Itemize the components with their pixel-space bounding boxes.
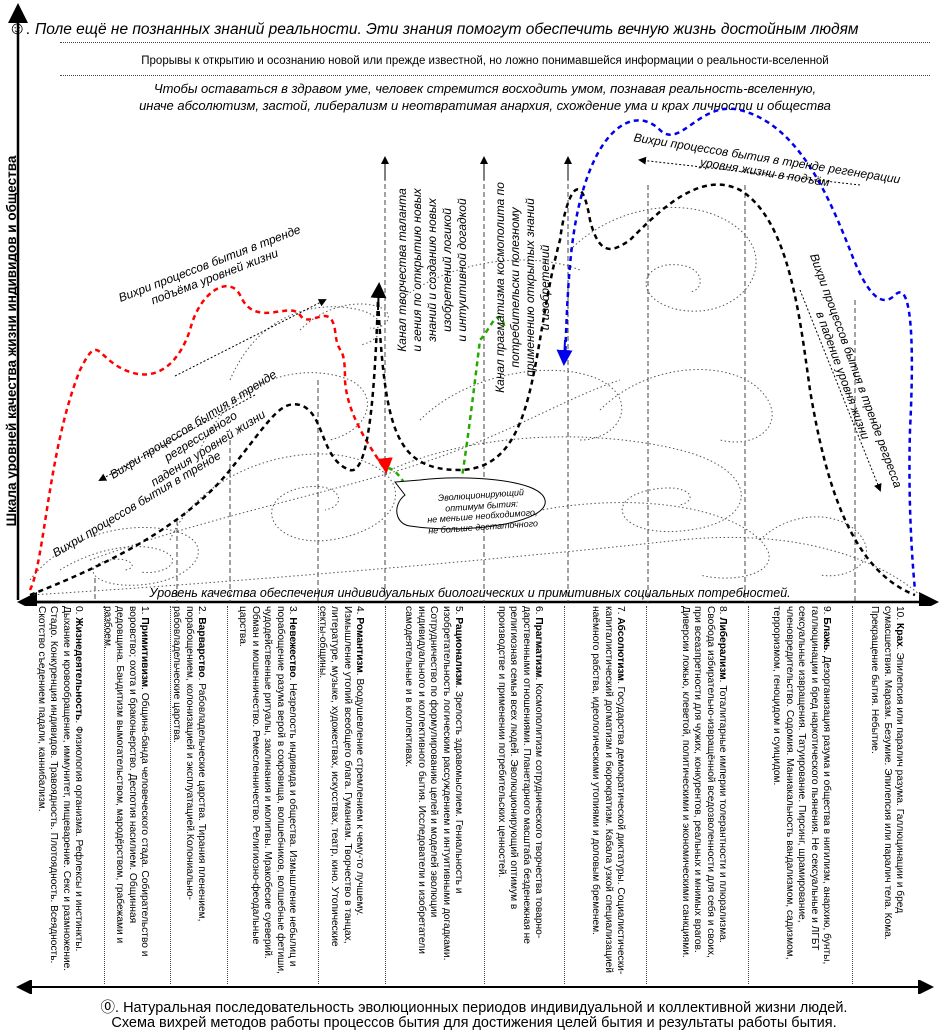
period-text: 3. Невежество. Незрелость индивида и общ… (236, 606, 298, 976)
period-text: 4. Романтизм. Воодушевление стремлением … (315, 606, 365, 976)
period-number: 4. (354, 606, 365, 618)
footer-line-1: ⓪. Натуральная последовательность эволюц… (100, 1000, 848, 1016)
channel-talent-line-1: Канал творчества таланта (395, 188, 409, 352)
label-channel-talent: Канал творчества таланта и гения по откр… (395, 155, 470, 385)
period-title: Либерализм (717, 617, 728, 680)
red-curve (28, 284, 387, 591)
period-number: 1. (139, 606, 150, 618)
channel-talent-line-4: изобретений логикой (440, 208, 454, 332)
period-number: 10. (894, 606, 905, 623)
channel-talent-line-5: и интуитивной догадкой (455, 198, 469, 342)
period-column: 3. Невежество. Незрелость индивида и общ… (237, 606, 298, 986)
period-title: Прагматизм (533, 617, 544, 678)
black-curve (29, 183, 916, 597)
period-title: Рационализм (453, 617, 464, 686)
top-line-text: . Поле ещё не познанных знаний реальност… (26, 21, 859, 38)
period-title: Примитивизм (139, 617, 150, 688)
period-title: Варварство (196, 617, 207, 678)
channel-pragmatism-line-2: потребительски полезному (508, 207, 522, 368)
top-divider (60, 42, 930, 43)
period-column: 5. Рационализм. Зрелость здравомыслием. … (403, 606, 464, 986)
period-number: 7. (615, 606, 626, 618)
period-number: 3. (287, 606, 298, 618)
vortex-diagram (7, 3, 939, 606)
period-column: 2. Варварство. Рабовладельческие царства… (171, 606, 207, 986)
period-title: Невежество (287, 617, 298, 678)
period-number: 9. (821, 606, 832, 618)
period-column: 1. Примитивизм. Община-банда человеческо… (102, 606, 150, 986)
period-number: 8. (717, 606, 728, 618)
channel-pragmatism-line-3: применению открытых знаний (523, 198, 537, 377)
period-column: 10. Крах. Эпилепсия или паралич разума. … (869, 606, 905, 986)
periods-table: 0. Жизнедеятельность. Физиология организ… (27, 606, 932, 984)
baseline-label: Уровень качества обеспечения индивидуаль… (149, 586, 791, 600)
period-column: 0. Жизнедеятельность. Физиология организ… (36, 606, 84, 986)
quote-line-2: иначе абсолютизм, застой, либерализм и н… (139, 98, 831, 113)
period-text: 6. Прагматизм. Космополитизм сотрудничеc… (494, 606, 544, 976)
subtitle: Прорывы к открытию и осознанию новой или… (141, 55, 829, 67)
period-number: 5. (453, 606, 464, 618)
period-text: 9. Блажь. Дезорганизация разума и общест… (770, 606, 832, 976)
blue-curve (563, 107, 917, 591)
period-text: 8. Либерализм. Тоталитарные империи толе… (678, 606, 728, 976)
channel-talent-line-3: знаний и созданию новых (425, 198, 439, 342)
channel-talent-line-2: и гения по открытию новых (410, 188, 424, 352)
period-number: 6. (533, 606, 544, 618)
period-column: 7. Абсолютизм. Государства демократическ… (590, 606, 626, 986)
period-title: Жизнедеятельность (73, 617, 84, 721)
period-column: 8. Либерализм. Тоталитарные империи толе… (680, 606, 728, 986)
period-text: 10. Крах. Эпилепсия или паралич разума. … (868, 606, 905, 976)
period-text: 7. Абсолютизм. Государства демократическ… (589, 606, 626, 976)
period-title: Романтизм (354, 617, 365, 673)
period-title: Крах (894, 623, 905, 647)
period-text: 2. Варварство. Рабовладельческие царства… (170, 606, 207, 976)
period-column: 9. Блажь. Дезорганизация разума и общест… (771, 606, 832, 986)
quote-line-1: Чтобы оставаться в здравом уме, человек … (153, 81, 817, 96)
channel-pragmatism-line-1: Канал прагматизма космополита по (493, 182, 507, 393)
period-text: 0. Жизнедеятельность. Физиология организ… (34, 606, 84, 976)
period-text: 5. Рационализм. Зрелость здравомыслием. … (402, 606, 464, 976)
period-description: . Эпилепсия или паралич разума. Галлюцин… (869, 606, 905, 940)
footer-line-2: Схема вихрей методов работы процессов бы… (111, 1015, 837, 1031)
label-channel-pragmatism: Канал прагматизма космополита по потреби… (493, 155, 553, 420)
subtitle-divider (60, 75, 930, 76)
period-column: 4. Романтизм. Воодушевление стремлением … (317, 606, 365, 986)
period-title: Блажь (821, 617, 832, 651)
period-number: 0. (73, 606, 84, 618)
period-description: . Дезорганизация разума и общества в ниг… (771, 606, 832, 965)
footer-axis (16, 980, 934, 994)
optimum-callout (394, 477, 546, 530)
period-title: Абсолютизм (615, 617, 626, 681)
channel-pragmatism-line-4: и изобретений (538, 244, 552, 331)
period-text: 1. Примитивизм. Община-банда человеческо… (100, 606, 150, 976)
period-column: 6. Прагматизм. Космополитизм сотрудничеc… (496, 606, 544, 986)
period-number: 2. (196, 606, 207, 618)
